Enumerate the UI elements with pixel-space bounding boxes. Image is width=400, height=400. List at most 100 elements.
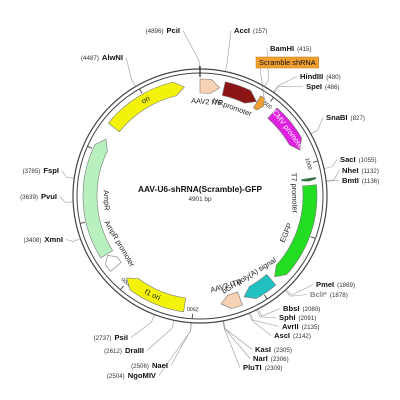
site-leader-line [273,76,298,93]
site-xmni[interactable]: XmnI(3408) [24,235,63,244]
site-leader-line [125,57,136,87]
site-position: (4896) [146,28,164,35]
feature-label-ori: ori [140,94,152,106]
site-nari[interactable]: NarI(2306) [253,354,289,363]
feature-t7-promoter[interactable] [301,176,317,182]
callout-scramble-shrna[interactable]: Scramble shRNA [255,56,319,69]
site-asci[interactable]: AscI(2142) [274,331,311,340]
tick-mark [119,285,124,291]
site-leader-line [323,159,338,169]
site-acci[interactable]: AccI(157) [234,26,268,35]
site-avrii[interactable]: AvrII(2135) [282,322,320,331]
site-position: (4487) [81,55,99,62]
site-pluti[interactable]: PluTI(2309) [243,363,282,372]
feature-aav2-itr[interactable] [199,78,221,94]
site-name: SphI [279,313,295,322]
tick-label: 1000 [303,157,312,170]
site-position: (415) [297,46,311,53]
feature-u6-promoter[interactable] [221,81,257,104]
site-saci[interactable]: SacI(1055) [340,155,377,164]
site-leader-line [285,284,314,296]
site-position: (827) [351,115,365,122]
site-pcii[interactable]: PciI(4896) [146,26,180,35]
site-position: (2142) [293,333,311,340]
site-leader-line [248,313,272,336]
restriction-sites: PciI(4896) AccI(157) AlwNI(4487) BamHI(415)… [20,26,379,380]
feature-ori[interactable] [108,81,185,133]
site-leader-line [146,320,175,351]
site-name: NheI [342,166,358,175]
callout-leader-line [259,67,265,99]
site-name: BmtI [342,176,359,185]
site-position: (2080) [302,306,320,313]
site-leader-line [182,30,200,70]
site-position: (2612) [104,348,122,355]
site-kasi[interactable]: KasI(2305) [255,345,292,354]
site-name: PsiI [114,333,128,342]
site-position: (3785) [22,168,40,175]
tick-mark [270,97,274,102]
site-alwni[interactable]: AlwNI(4487) [81,53,123,62]
site-snabi[interactable]: SnaBI(827) [326,113,365,122]
site-spei[interactable]: SpeI(486) [306,82,340,91]
site-leader-line [273,86,304,94]
tick-mark [264,294,268,300]
plasmid-name: AAV-U6-shRNA(Scramble)-GFP [138,184,263,194]
site-psii[interactable]: PsiI(2737) [94,333,128,342]
site-position: (2506) [131,363,149,370]
feature-label-egfp: EGFP [278,222,294,244]
feature-aav2-itr[interactable] [220,291,243,309]
site-name: NarI [253,354,268,363]
site-bbsi[interactable]: BbsI(2080) [283,304,320,313]
site-name: XmnI [44,235,63,244]
site-leader-line [256,309,277,318]
site-position: (1055) [359,157,377,164]
site-name: PmeI [316,280,334,289]
site-name: BclI* [310,290,327,299]
site-hindiii[interactable]: HindIII(480) [300,72,341,81]
site-name: HindIII [300,72,323,81]
tick-label: 500 [262,101,273,111]
site-position: (2135) [302,324,320,331]
site-leader-line [257,308,281,317]
site-name: DraIII [125,346,144,355]
site-name: PvuI [41,192,57,201]
tick-label: 2500 [187,305,199,312]
feature-ampr-promoter[interactable] [105,255,122,272]
site-pmei[interactable]: PmeI(1869) [316,280,355,289]
site-leader-line [310,117,324,135]
site-naei[interactable]: NaeI(2506) [131,361,168,370]
site-position: (480) [326,74,340,81]
site-name: SpeI [306,82,322,91]
feature-label-ampr: AmpR [102,190,112,211]
site-draiii[interactable]: DraIII(2612) [104,346,144,355]
callouts: Scramble shRNA [255,56,319,69]
site-position: (1869) [337,282,355,289]
site-fspi[interactable]: FspI(3785) [22,166,59,175]
site-bcli[interactable]: BclI*(1878) [310,290,348,299]
site-leader-line [223,320,251,359]
tick-mark [80,221,86,224]
site-bmti[interactable]: BmtI(1136) [342,176,379,185]
feature-bgh-poly-a-signal[interactable] [243,273,277,299]
feature-scramble-shrna[interactable] [252,95,265,111]
site-sphi[interactable]: SphI(2091) [279,313,316,322]
site-leader-line [225,30,232,72]
site-leader-line [59,196,74,203]
site-pvui[interactable]: PvuI(3639) [20,192,57,201]
site-name: NaeI [152,361,168,370]
site-position: (1136) [362,178,379,185]
feature-cmv-promoter[interactable] [267,107,302,151]
site-position: (157) [253,28,267,35]
feature-f1-ori[interactable] [126,277,186,313]
site-nhei[interactable]: NheI(1132) [342,166,379,175]
site-position: (2737) [94,335,112,342]
site-name: PluTI [243,363,262,372]
site-bamhi[interactable]: BamHI(415) [270,44,312,53]
feature-ampr[interactable] [82,138,114,259]
feature-egfp[interactable] [274,184,318,278]
site-ngomiv[interactable]: NgoMIV(2504) [107,371,157,380]
site-position: (1132) [361,168,378,175]
